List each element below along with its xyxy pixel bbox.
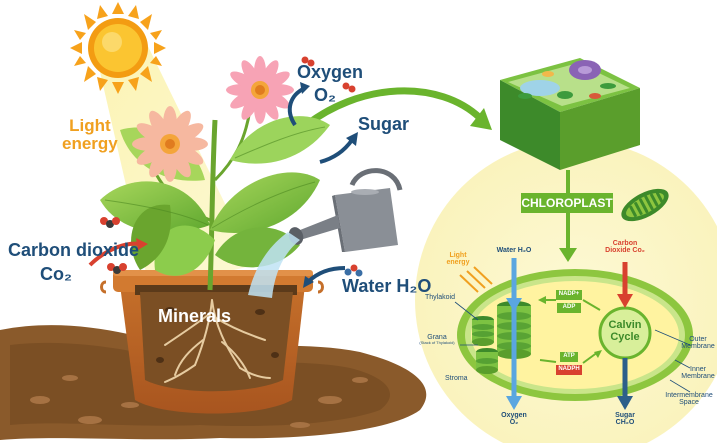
atp-label: ATP <box>563 353 575 359</box>
oxygen-out-arrow <box>506 396 522 410</box>
sugar-label: Sugar <box>358 114 410 134</box>
co2-small-label: Carbon Dioxide Co₂ <box>605 240 645 255</box>
chloroplast-icon <box>621 188 669 222</box>
oxygen-label: Oxygen <box>297 62 364 82</box>
nadp-label: NADP+ <box>558 291 580 297</box>
co2-label: Co₂ <box>40 264 72 284</box>
adp-label: ADP <box>562 304 576 310</box>
grana-label: Grana (Stack of Thylakoid) <box>419 334 455 346</box>
water-in-arrow <box>506 298 522 312</box>
pot-soil-roots <box>135 285 297 392</box>
plant-leaves <box>100 109 330 291</box>
sugar-out-label: Sugar CH₂O <box>615 412 635 427</box>
light-energy-label: Light energy <box>62 116 118 153</box>
water-stream <box>248 232 300 298</box>
sun-icon <box>70 2 166 94</box>
calvin-cycle-label: Calvin Cycle <box>608 319 642 343</box>
minerals-label: Minerals <box>158 306 232 326</box>
molecule-icon <box>100 56 363 277</box>
nadph-box <box>556 365 582 375</box>
light-rays-small <box>459 266 493 293</box>
adp-box <box>557 303 581 313</box>
water-in-label: Water H₂O <box>496 247 532 254</box>
grana-stack-left <box>472 316 494 346</box>
nadph-label: NADPH <box>558 366 580 372</box>
water-label: Water H₂O <box>342 276 432 296</box>
chloroplast-detail <box>457 269 693 401</box>
co2-in-arrow <box>617 294 633 308</box>
light-energy-small-label: Light energy <box>446 252 470 267</box>
inner-membrane-label: Inner Membrane <box>681 366 715 381</box>
zoom-arrow <box>296 87 484 134</box>
oxygen-out-label: Oxygen O₂ <box>501 412 527 427</box>
flower-left <box>132 106 208 182</box>
sugar-out-arrow <box>617 396 633 410</box>
oxygen-formula-label: O₂ <box>314 85 336 105</box>
nadp-box <box>556 290 582 300</box>
intermembrane-space-label: Intermembrane Space <box>665 392 713 407</box>
grana-stack-bottom <box>476 348 498 374</box>
chloroplast-label-box <box>521 193 613 213</box>
atp-box <box>560 352 578 362</box>
stroma-label: Stroma <box>445 375 468 382</box>
thylakoid-label: Thylakoid <box>425 294 455 301</box>
flower-top <box>226 56 294 124</box>
outer-membrane-label: Outer Membrane <box>681 336 715 351</box>
plant-cell-icon <box>500 58 640 170</box>
chloroplast-label: CHLOROPLAST <box>521 196 613 210</box>
watering-can-icon <box>288 168 403 252</box>
carbon-dioxide-label: Carbon dioxide <box>8 240 140 260</box>
